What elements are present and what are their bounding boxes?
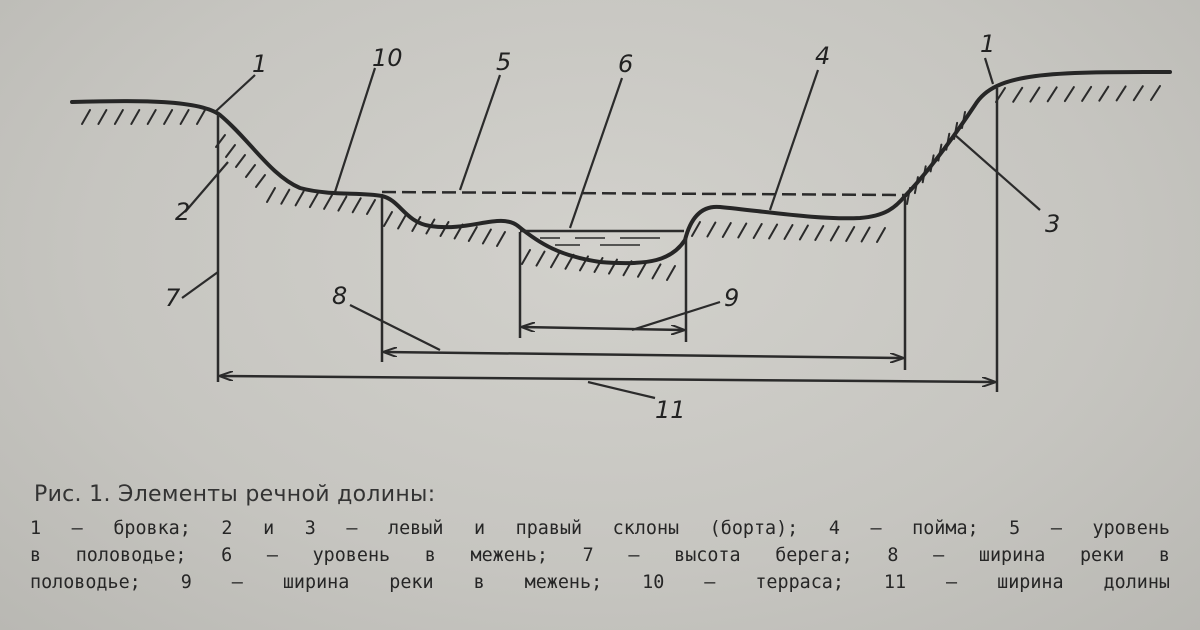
hatch-stroke <box>397 213 408 230</box>
hatch-stroke <box>876 227 886 243</box>
label-5: 5 <box>496 48 511 76</box>
hatch-stroke <box>179 109 190 125</box>
caption-title: Рис. 1. Элементы речной долины: <box>34 482 436 507</box>
label-9: 9 <box>724 284 739 312</box>
hatch-stroke <box>1012 86 1024 103</box>
hatch-stroke <box>706 221 717 238</box>
hatch-stroke <box>130 109 141 125</box>
hatch-stroke <box>1081 85 1093 102</box>
hatch-stroke <box>666 265 676 281</box>
hatch-stroke <box>1029 86 1041 103</box>
caption-line: 1 — бровка; 2 и 3 — левый и правый склон… <box>30 518 1170 539</box>
hatch-stroke <box>383 211 393 227</box>
hatch-stroke <box>737 222 748 239</box>
hatch-stroke <box>521 249 531 265</box>
hatch-stroke <box>1132 85 1144 102</box>
label-1-right: 1 <box>980 30 995 58</box>
hatch-stroke <box>323 193 334 210</box>
hatch-stroke <box>496 231 506 247</box>
label-8: 8 <box>332 282 347 310</box>
hatch-stroke <box>411 216 422 232</box>
hatch-stroke <box>752 223 763 239</box>
hatch-stroke <box>1046 86 1058 103</box>
hatch-stroke <box>81 109 91 125</box>
hatch-stroke <box>1063 86 1075 103</box>
hatch-stroke <box>266 187 276 203</box>
caption-legend: 1 — бровка; 2 и 3 — левый и правый склон… <box>30 515 1170 596</box>
label-1-left: 1 <box>252 50 267 78</box>
hatch-stroke <box>829 225 840 242</box>
flood-width-arrow <box>384 352 903 358</box>
hatch-stroke <box>1115 85 1127 102</box>
hatch-stroke <box>337 195 348 212</box>
hatch-stroke <box>255 174 266 188</box>
hatch-stroke <box>860 226 871 243</box>
hatch-stroke <box>651 263 662 280</box>
label-4: 4 <box>815 42 830 70</box>
label-3: 3 <box>1045 210 1060 238</box>
hatch-stroke <box>97 109 108 125</box>
hatch-stroke <box>845 226 856 242</box>
leader-lines <box>181 57 1041 400</box>
hatch-stroke <box>1150 85 1161 101</box>
hatch-stroke <box>366 199 376 215</box>
hatch-stroke <box>637 261 647 278</box>
hatch-stroke <box>550 252 560 269</box>
ground-hatching <box>81 85 1161 281</box>
low-water-level <box>520 229 684 246</box>
hatch-stroke <box>814 225 825 241</box>
hatch-stroke <box>225 144 236 158</box>
hatch-stroke <box>721 222 732 238</box>
valley-profile-line <box>70 70 1172 266</box>
caption-line: в половодье; 6 — уровень в межень; 7 — в… <box>30 545 1170 566</box>
hatch-stroke <box>146 109 157 125</box>
hatch-stroke <box>768 223 779 240</box>
hatch-stroke <box>783 224 794 240</box>
hatch-stroke <box>798 224 809 241</box>
hatch-stroke <box>1098 85 1110 102</box>
river-valley-diagram: 1 10 5 6 4 1 2 3 7 8 9 11 <box>70 30 1172 424</box>
hatch-stroke <box>280 188 291 205</box>
label-6: 6 <box>618 50 633 78</box>
figure-caption: Рис. 1. Элементы речной долины: 1 — бров… <box>30 482 1170 596</box>
hatch-stroke <box>245 164 256 178</box>
label-2: 2 <box>175 198 190 226</box>
flood-level-line <box>381 190 906 197</box>
hatch-stroke <box>294 190 305 207</box>
hatch-stroke <box>163 109 174 125</box>
valley-width-arrow <box>220 376 995 382</box>
hatch-stroke <box>113 109 124 125</box>
dimension-arrows <box>220 327 995 382</box>
hatch-stroke <box>535 250 546 267</box>
hatch-stroke <box>351 197 362 214</box>
hatch-stroke <box>308 192 319 209</box>
hatch-stroke <box>481 228 492 245</box>
label-11: 11 <box>655 396 686 424</box>
label-10: 10 <box>372 44 403 72</box>
hatch-stroke <box>467 226 478 242</box>
hatch-stroke <box>691 221 701 237</box>
low-water-width-arrow <box>522 327 684 330</box>
caption-line: половодье; 9 — ширина реки в межень; 10 … <box>30 572 1170 593</box>
hatch-stroke <box>196 109 206 125</box>
label-7: 7 <box>165 284 181 312</box>
extension-lines <box>216 88 999 392</box>
hatch-stroke <box>235 154 246 168</box>
